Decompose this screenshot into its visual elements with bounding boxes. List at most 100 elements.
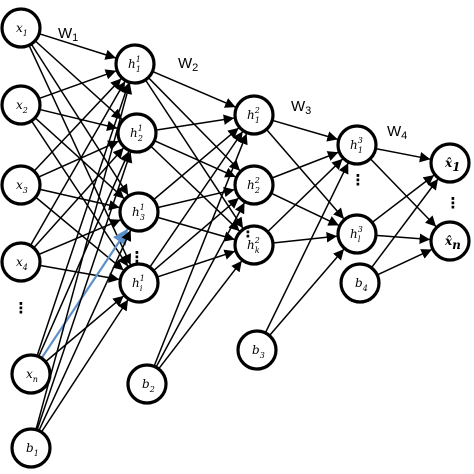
edge-x1-to-h21 — [34, 40, 123, 121]
node-label-base: h — [247, 178, 255, 192]
node-label-base: x — [16, 98, 23, 112]
edge-h21-to-hk2 — [150, 145, 241, 232]
weight-label-w1: W1 — [58, 25, 78, 44]
node-label-sub: 4 — [22, 263, 28, 272]
node-label-b4: b4 — [355, 276, 368, 293]
node-label-sup: 2 — [254, 176, 260, 185]
edge-h21-to-h22 — [154, 140, 237, 178]
node-label-sub: 1 — [34, 449, 39, 458]
edge-b1-to-h21 — [36, 151, 133, 431]
node-label-sup: 2 — [254, 106, 260, 115]
edge-h21-to-h12 — [155, 114, 235, 131]
node-label-sub: 2 — [137, 134, 143, 143]
edge-x3-to-hi1 — [35, 196, 125, 271]
node-label-base: x — [16, 178, 23, 192]
node-label-xhat1: x̂1 — [444, 156, 461, 174]
node-label-base: h — [350, 227, 358, 241]
edge-x4-to-hi1 — [39, 264, 120, 283]
edge-hi1-to-hk2 — [156, 249, 236, 278]
node-circle-b4 — [339, 262, 381, 304]
node-circle-x3 — [0, 164, 42, 206]
edge-b2-to-h12 — [153, 133, 248, 367]
node-label-sub: n — [452, 238, 461, 252]
node-label-base: x — [16, 255, 23, 269]
edge-h31-to-h12 — [153, 127, 240, 201]
node-circle-x1 — [0, 7, 42, 49]
edge-x4-to-h21 — [33, 147, 125, 249]
edge-xn-to-h31 — [40, 228, 129, 359]
node-label-xhatn: x̂n — [444, 234, 461, 252]
edge-xn-to-h11 — [36, 82, 131, 357]
edge-hl3-to-xhatn — [375, 233, 431, 244]
node-b4: b4 — [339, 262, 381, 304]
edge-h22-to-hl3 — [270, 192, 340, 227]
connection-edges — [28, 33, 439, 433]
edge-b1-to-h11 — [35, 83, 133, 430]
ellipsis-marker: ⋮ — [241, 223, 256, 241]
node-label-sub: 1 — [452, 160, 460, 174]
weight-label-w3: W3 — [291, 98, 311, 117]
node-label-sub: k — [255, 246, 260, 255]
node-label-sub: 3 — [23, 186, 28, 195]
node-label-base: x̂ — [444, 234, 453, 248]
node-circle-h12 — [233, 94, 275, 136]
node-label-sub: 3 — [260, 351, 265, 360]
edge-h31-to-hk2 — [157, 216, 235, 242]
node-label-x4: x4 — [16, 255, 28, 272]
node-label-base: b — [26, 441, 34, 455]
node-x4: x4 — [0, 241, 42, 283]
node-b3: b3 — [236, 329, 278, 371]
edge-xn-to-hi1 — [45, 295, 125, 363]
node-circle-h13 — [336, 124, 378, 166]
node-circle-xhatn — [429, 220, 471, 262]
node-label-sub: 1 — [358, 146, 363, 155]
edge-hl3-to-xhat1 — [371, 174, 435, 224]
node-label-base: h — [247, 238, 255, 252]
node-circle-hl3 — [336, 213, 378, 255]
node-label-base: x — [26, 367, 33, 381]
node-label-sup: 1 — [136, 55, 141, 64]
node-xhatn: x̂n — [429, 220, 471, 262]
node-xhat1: x̂1 — [429, 142, 471, 184]
node-label-base: b — [142, 377, 150, 391]
node-label-base: h — [130, 126, 138, 140]
edge-b2-to-hk2 — [157, 260, 243, 370]
node-circle-h22 — [233, 164, 275, 206]
edge-b4-to-xhat1 — [370, 178, 439, 269]
node-circle-x4 — [0, 241, 42, 283]
node-label-sup: 3 — [358, 225, 363, 234]
ellipsis-marker: ⋮ — [14, 299, 29, 317]
edge-x2-to-h21 — [39, 108, 118, 131]
node-label-sub: 1 — [255, 116, 260, 125]
edge-b1-to-hi1 — [40, 299, 129, 433]
node-label-sub: 2 — [22, 106, 28, 115]
node-label-sub: 2 — [149, 385, 155, 394]
node-label-sup: 1 — [140, 203, 145, 212]
ellipsis-marker: ⋮ — [130, 248, 145, 266]
node-circle-b3 — [236, 329, 278, 371]
node-circle-xhat1 — [429, 142, 471, 184]
edge-b2-to-h22 — [155, 202, 246, 368]
node-label-sub: 4 — [362, 284, 368, 293]
node-label-base: x̂ — [444, 156, 453, 170]
ellipsis-marker: ⋮ — [446, 194, 461, 212]
node-circle-h11 — [114, 43, 156, 85]
node-label-sup: 2 — [254, 236, 260, 245]
edge-h12-to-hl3 — [265, 128, 345, 220]
edge-x2-to-hi1 — [30, 120, 129, 267]
node-label-x1: x1 — [16, 21, 28, 38]
edge-h13-to-xhat1 — [375, 147, 431, 163]
node-label-sub: 3 — [140, 213, 145, 222]
node-label-sub: i — [140, 284, 143, 293]
edge-h12-to-h13 — [272, 119, 339, 142]
node-x3: x3 — [0, 164, 42, 206]
edge-x4-to-h31 — [38, 219, 121, 256]
node-circle-hi1 — [118, 262, 160, 304]
